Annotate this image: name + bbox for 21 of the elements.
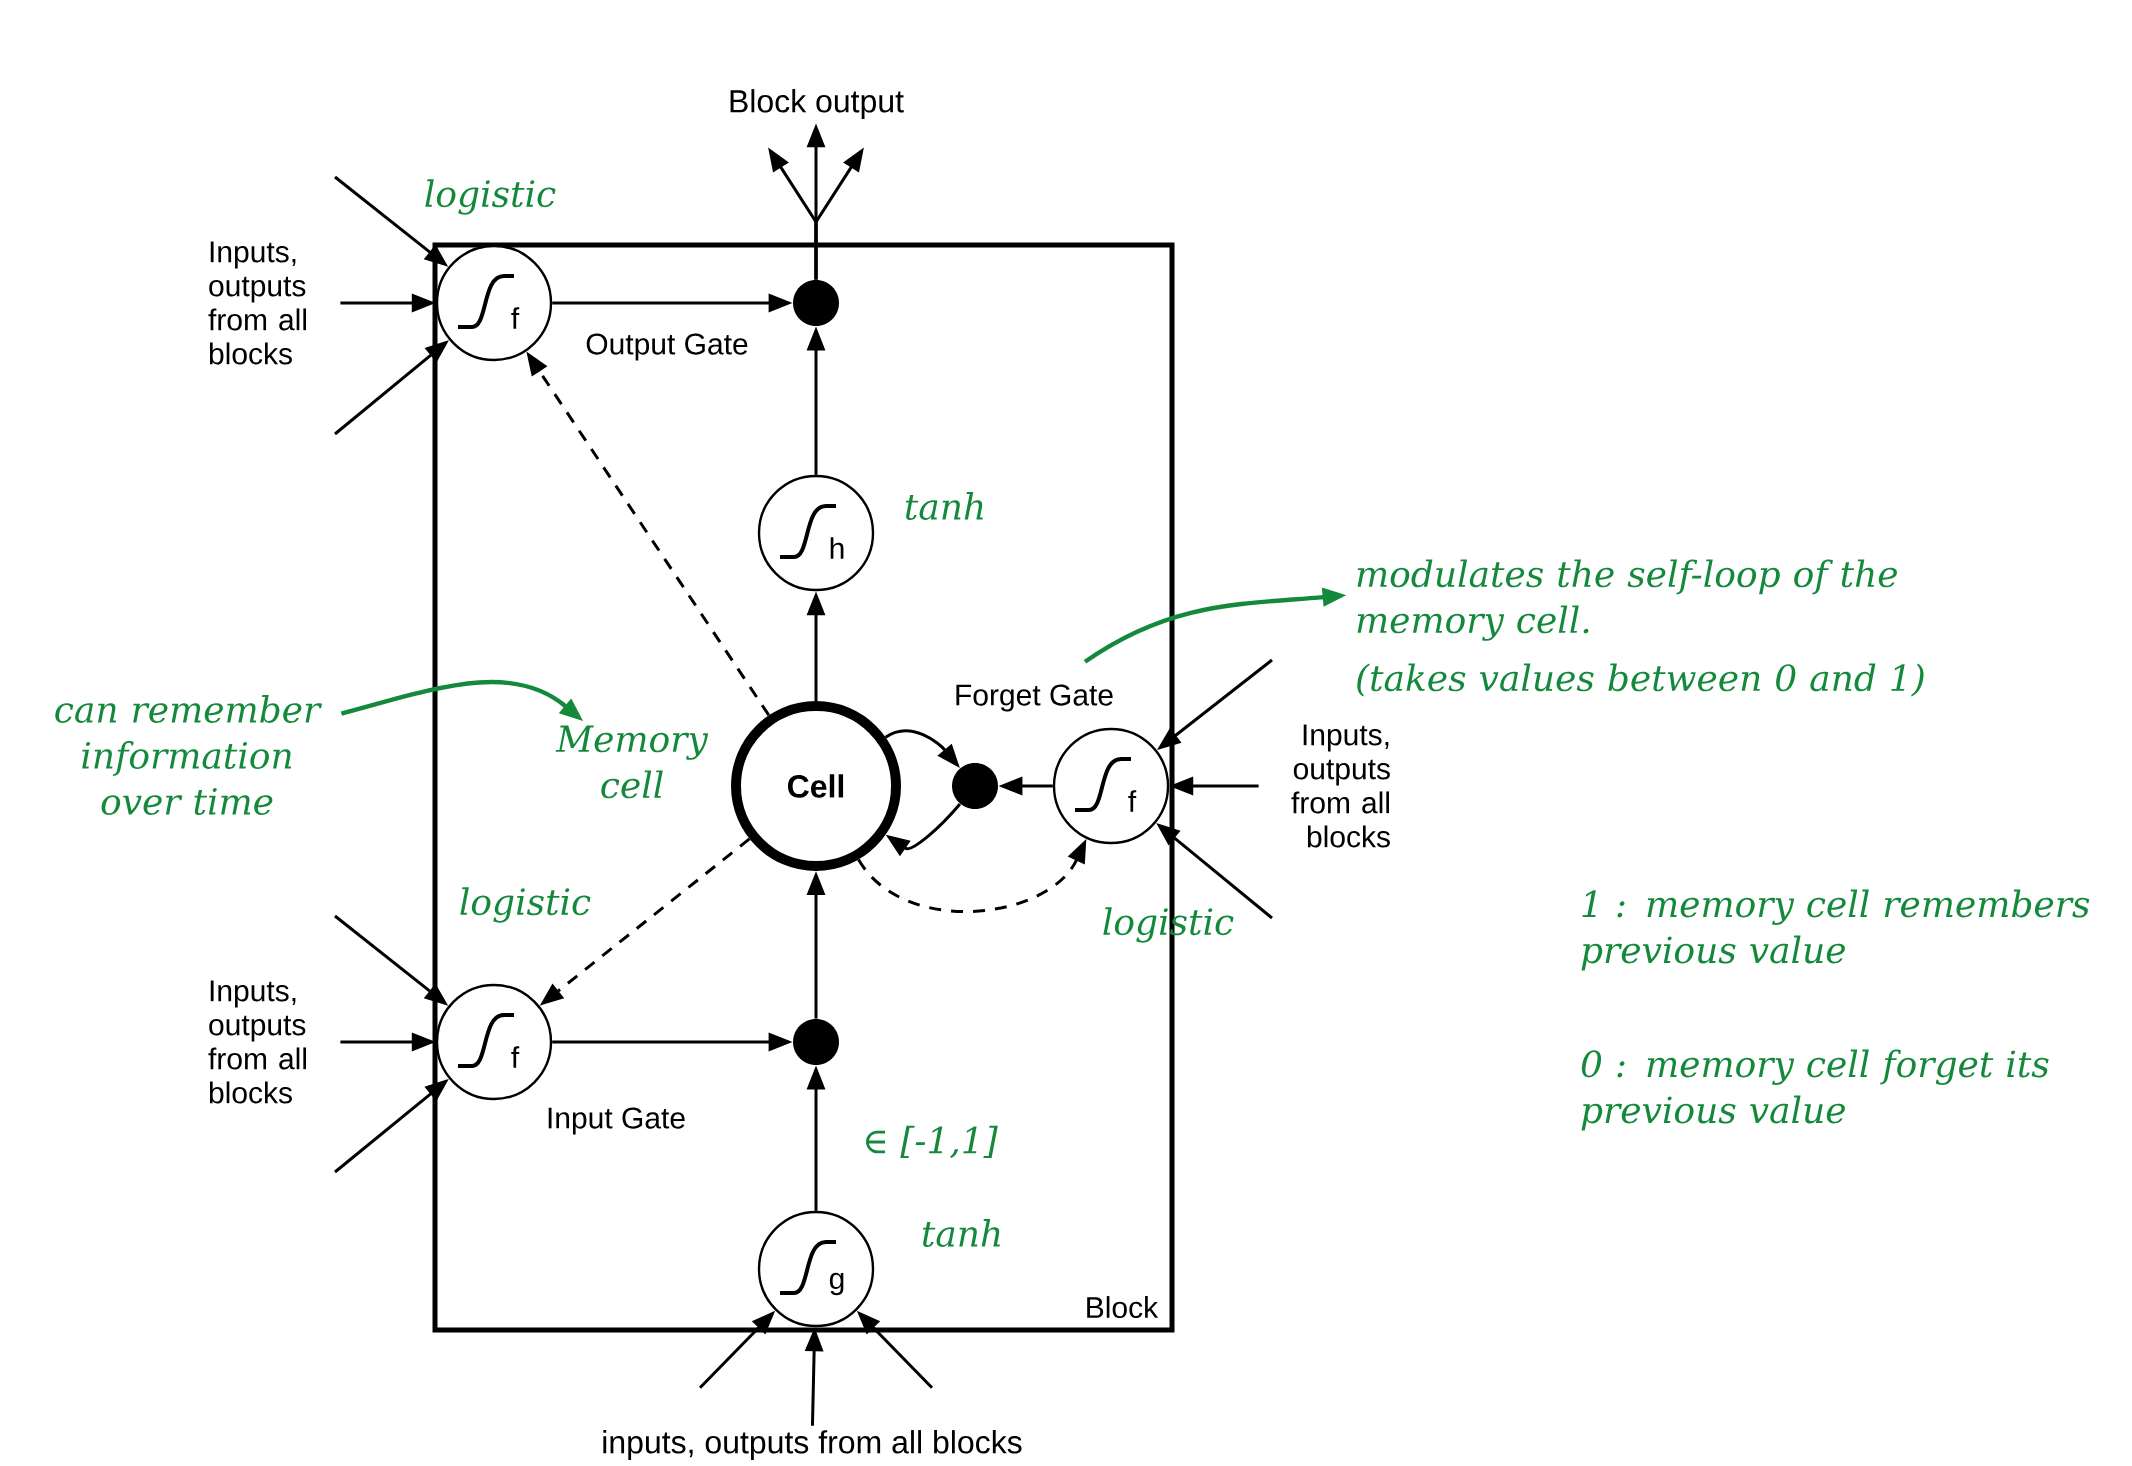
input-label: inputs, outputs from all blocks (603, 1430, 1022, 1460)
handwritten-note: Memory cell (555, 725, 709, 799)
annotation: tanh (905, 492, 983, 520)
annotation: logistic (460, 887, 591, 923)
handwritten-note: can remember information over time (55, 695, 322, 815)
annotation: logistic (425, 179, 556, 215)
input-label: Inputs, outputs from all blocks (208, 241, 306, 365)
handwritten-note: modulates the self-loop of the memory cell. (takes values between 0 and 1) (1357, 559, 1924, 697)
input-label: Inputs, outputs from all blocks (208, 980, 306, 1104)
multiplication-dot (793, 1019, 839, 1065)
gate-label: Input Gate (548, 1107, 685, 1135)
multiplication-dot (793, 280, 839, 326)
input-label: Block output (730, 89, 904, 119)
annotation-note: 0 : memory cell forget its previous value (1581, 1049, 2049, 1131)
gate-label: Forget Gate (956, 684, 1113, 712)
input-label: Inputs, outputs from all blocks (1291, 724, 1390, 848)
edge-label: ∈ [-1,1] (858, 1121, 1002, 1163)
gate-label: Output Gate (586, 333, 748, 361)
annotation-note: 1 : memory cell remembers previous value (1581, 889, 2090, 971)
annotation: tanh (922, 1219, 1000, 1247)
multiplication-dot (952, 763, 998, 809)
